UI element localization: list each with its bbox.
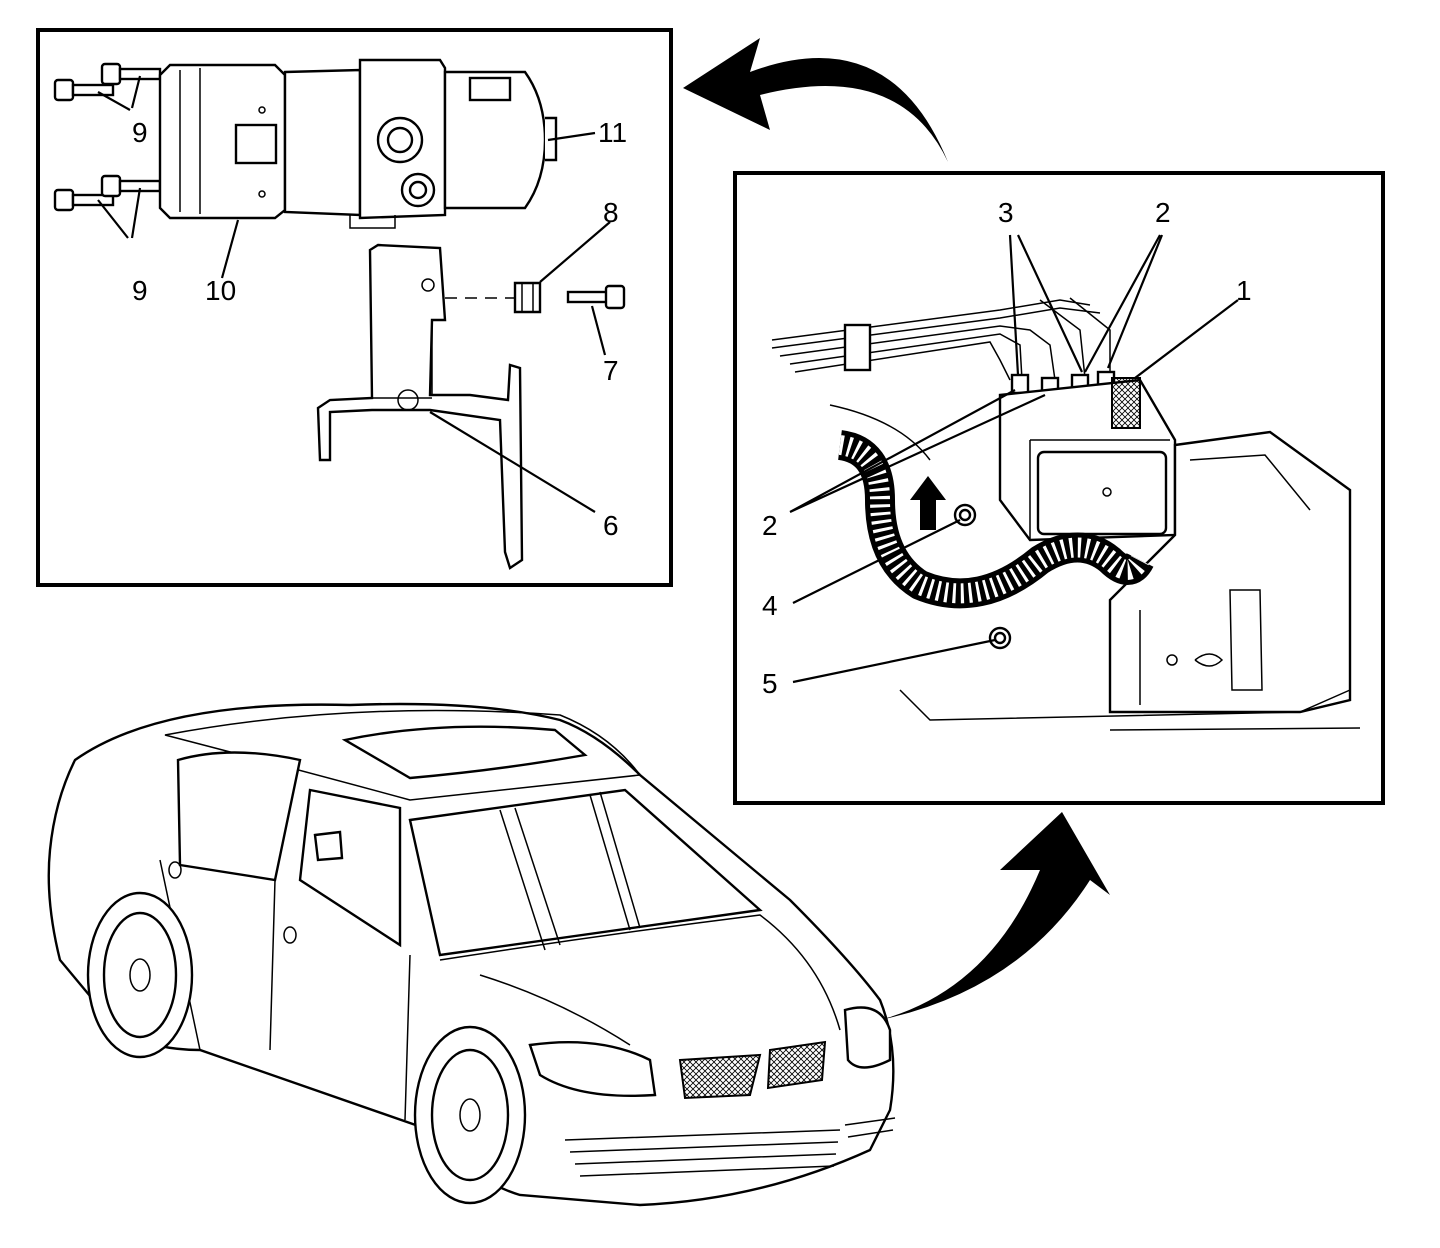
installed-view-panel: 3 2 1 2 4 5 [733, 171, 1385, 805]
pump-motor [443, 70, 558, 210]
callout-5: 5 [762, 668, 778, 699]
callout-1: 1 [1236, 275, 1252, 306]
mounting-nut-5 [988, 626, 1012, 650]
callout-7: 7 [603, 355, 619, 386]
callout-9-lower: 9 [132, 275, 148, 306]
callout-10: 10 [205, 275, 236, 306]
exploded-view-panel: 9 9 10 11 8 7 6 [36, 28, 673, 587]
callout-9-upper: 9 [132, 117, 148, 148]
vehicle-illustration [47, 702, 896, 1207]
wiring-harness [837, 430, 1154, 609]
brake-pressure-modulator-valve [283, 58, 447, 229]
electronic-brake-control-module [158, 63, 287, 220]
mounting-nut-4 [953, 503, 977, 527]
curved-arrow-to-installed-view [880, 812, 1110, 1020]
mounting-bracket [316, 243, 524, 570]
up-direction-arrow [910, 476, 946, 530]
bracket-bolt [566, 284, 626, 310]
callout-4: 4 [762, 590, 778, 621]
callout-11: 11 [598, 117, 627, 148]
callout-6: 6 [603, 510, 619, 541]
callout-2-upper: 2 [1155, 197, 1171, 228]
rear-wheel [86, 891, 194, 1059]
battery-tray [899, 430, 1361, 731]
callout-2-lower: 2 [762, 510, 778, 541]
callout-3: 3 [998, 197, 1014, 228]
installed-modulator [998, 377, 1177, 542]
curved-arrow-to-exploded-view [683, 38, 948, 162]
bracket-insulator [513, 281, 542, 314]
front-wheel [413, 1025, 527, 1205]
callout-8: 8 [603, 197, 619, 228]
